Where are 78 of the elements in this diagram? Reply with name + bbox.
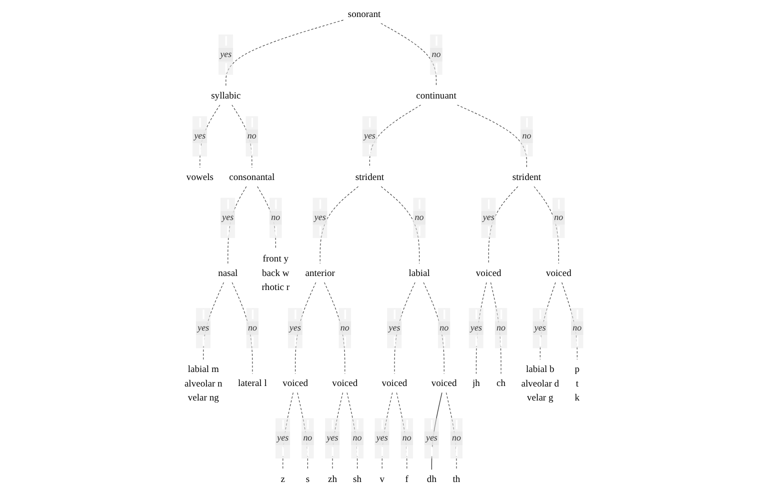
node-text: anterior [305, 268, 335, 278]
node-text: voiced [382, 378, 408, 388]
connector [488, 186, 518, 264]
edge-label: no [440, 323, 449, 333]
edge-label: no [554, 212, 564, 222]
connector [226, 20, 344, 86]
node-text: voiced [431, 378, 457, 388]
connector [228, 186, 247, 264]
edge-label: no [414, 212, 424, 222]
edge-label: no [522, 131, 532, 141]
edge-label: no [496, 323, 506, 333]
connector [562, 282, 578, 360]
connector [257, 186, 276, 250]
node-text: s [306, 474, 310, 484]
node-text: f [405, 474, 408, 484]
edge-label: yes [194, 131, 206, 141]
connector [534, 186, 559, 264]
connector [423, 282, 444, 374]
connector [456, 104, 527, 168]
node-text: voiced [282, 378, 308, 388]
connector [295, 282, 316, 374]
node-text: continuant [416, 90, 456, 101]
node-text: nasal [218, 268, 238, 278]
node-text: strident [512, 172, 541, 182]
connector [232, 282, 253, 374]
node-text: syllabic [211, 90, 241, 101]
edge-label: no [572, 323, 582, 333]
edge-label: yes [482, 212, 494, 222]
connector [380, 23, 436, 86]
edge-label: yes [470, 323, 482, 333]
node-text: labial [408, 268, 430, 278]
edge-label: yes [314, 212, 326, 222]
edge-label: yes [326, 433, 338, 443]
connector [200, 104, 220, 168]
connector [369, 104, 422, 168]
edge-label: no [452, 433, 461, 443]
edge-label: yes [198, 323, 210, 333]
node-text: dh [426, 474, 436, 484]
node-text: labial b alveolar d velar g [521, 363, 560, 403]
edge-label: yes [388, 323, 400, 333]
node-text: z [280, 474, 285, 484]
edge-label: yes [376, 433, 388, 443]
edge-label: yes [426, 433, 438, 443]
connector [324, 282, 346, 374]
connector [476, 282, 487, 374]
edge-label: no [352, 433, 362, 443]
node-text: sh [353, 474, 362, 484]
node-text: v [380, 474, 384, 484]
connector [394, 282, 416, 374]
node-text: labial m alveolar n velar ng [184, 363, 222, 403]
edge-label: yes [290, 323, 302, 333]
node-text: th [452, 474, 460, 484]
edge-label: no [432, 50, 441, 60]
node-text: p t k [574, 363, 580, 403]
node-text: voiced [332, 378, 358, 388]
node-text: zh [328, 474, 337, 484]
node-text: strident [355, 172, 384, 182]
edge-label: no [248, 323, 257, 333]
node-text: vowels [186, 172, 214, 182]
connector [232, 104, 252, 168]
edge-label: yes [220, 50, 232, 60]
node-text: consonantal [229, 172, 275, 182]
node-text: sonorant [348, 8, 381, 20]
edge-label: no [247, 131, 256, 141]
edge-label: yes [222, 212, 234, 222]
edge-label: no [340, 323, 350, 333]
edge-label: no [402, 433, 412, 443]
edge-label: yes [277, 433, 289, 443]
node-text: voiced [476, 268, 502, 278]
edge-label: yes [364, 131, 376, 141]
edge-label: yes [534, 323, 546, 333]
edge-label: no [303, 433, 312, 443]
node-text: ch [496, 378, 506, 388]
edge-label: no [271, 212, 280, 222]
node-text: jh [472, 378, 480, 388]
node-text: voiced [546, 268, 572, 278]
node-text: lateral l [238, 378, 267, 388]
node-text: front y back w rhotic r [262, 253, 290, 292]
